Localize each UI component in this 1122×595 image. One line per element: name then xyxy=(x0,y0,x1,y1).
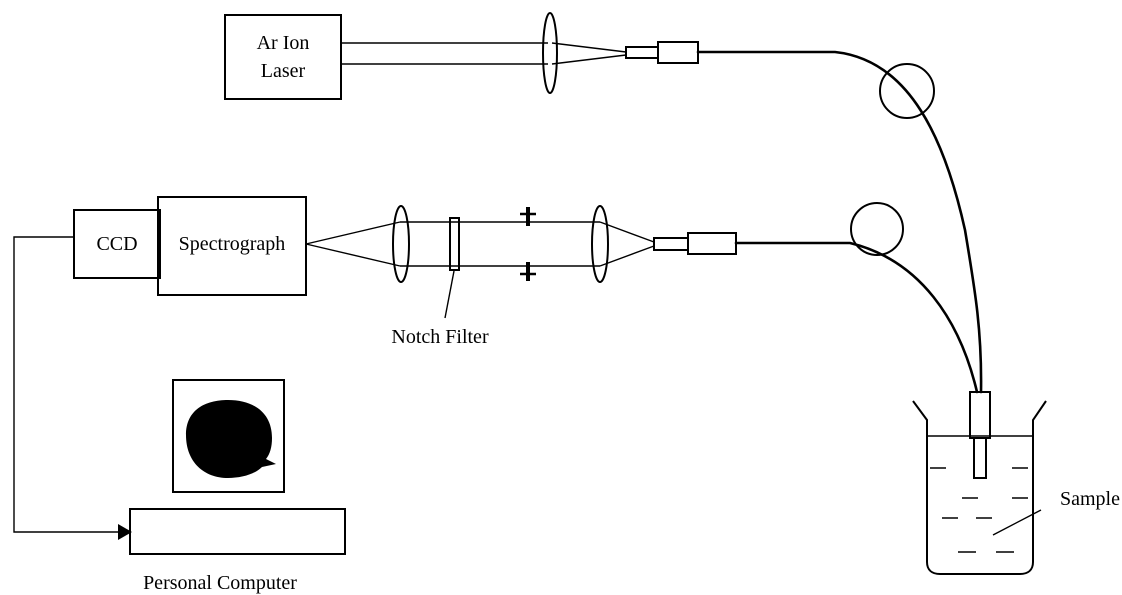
screen-content xyxy=(186,400,276,478)
ccd-label: CCD xyxy=(96,233,137,255)
liquid-marks xyxy=(930,467,1028,553)
excitation-fiber xyxy=(696,50,983,394)
spectrograph: Spectrograph xyxy=(157,196,307,296)
personal-computer: Personal Computer xyxy=(129,379,346,594)
ccd-box xyxy=(73,209,161,279)
iris-aperture xyxy=(520,207,536,281)
collimating-lens-right xyxy=(591,205,609,283)
collection-fiber xyxy=(734,241,979,394)
optical-fibers xyxy=(696,50,983,394)
laser-label-line2: Laser xyxy=(261,60,306,82)
laser-fiber-coupler xyxy=(625,41,699,64)
laser-label-line1: Ar Ion xyxy=(257,32,310,54)
notch-filter xyxy=(449,217,460,271)
excitation-fiber-loop xyxy=(879,63,935,119)
ar-ion-laser: Ar Ion Laser xyxy=(224,14,342,100)
monitor xyxy=(172,379,285,493)
cable-arrowhead xyxy=(118,524,132,540)
ccd-detector: CCD xyxy=(73,209,161,279)
notch-filter-pointer xyxy=(444,270,455,319)
collection-fiber-coupler xyxy=(653,232,737,255)
spectrograph-box xyxy=(157,196,307,296)
sample-label: Sample xyxy=(1060,488,1120,510)
notch-filter-label: Notch Filter xyxy=(391,326,489,348)
sample-pointer xyxy=(992,509,1042,536)
laser-beam xyxy=(341,42,627,65)
collection-fiber-loop xyxy=(850,202,904,256)
data-cable xyxy=(13,236,122,533)
laser-box xyxy=(224,14,342,100)
spectrograph-label: Spectrograph xyxy=(179,233,286,255)
collection-beam xyxy=(305,221,655,267)
collimating-lens-left xyxy=(392,205,410,283)
focusing-lens xyxy=(542,12,558,94)
sample-beaker xyxy=(912,400,1047,575)
computer-base xyxy=(129,508,346,555)
computer-label: Personal Computer xyxy=(143,572,297,594)
fiber-probe xyxy=(969,391,991,479)
